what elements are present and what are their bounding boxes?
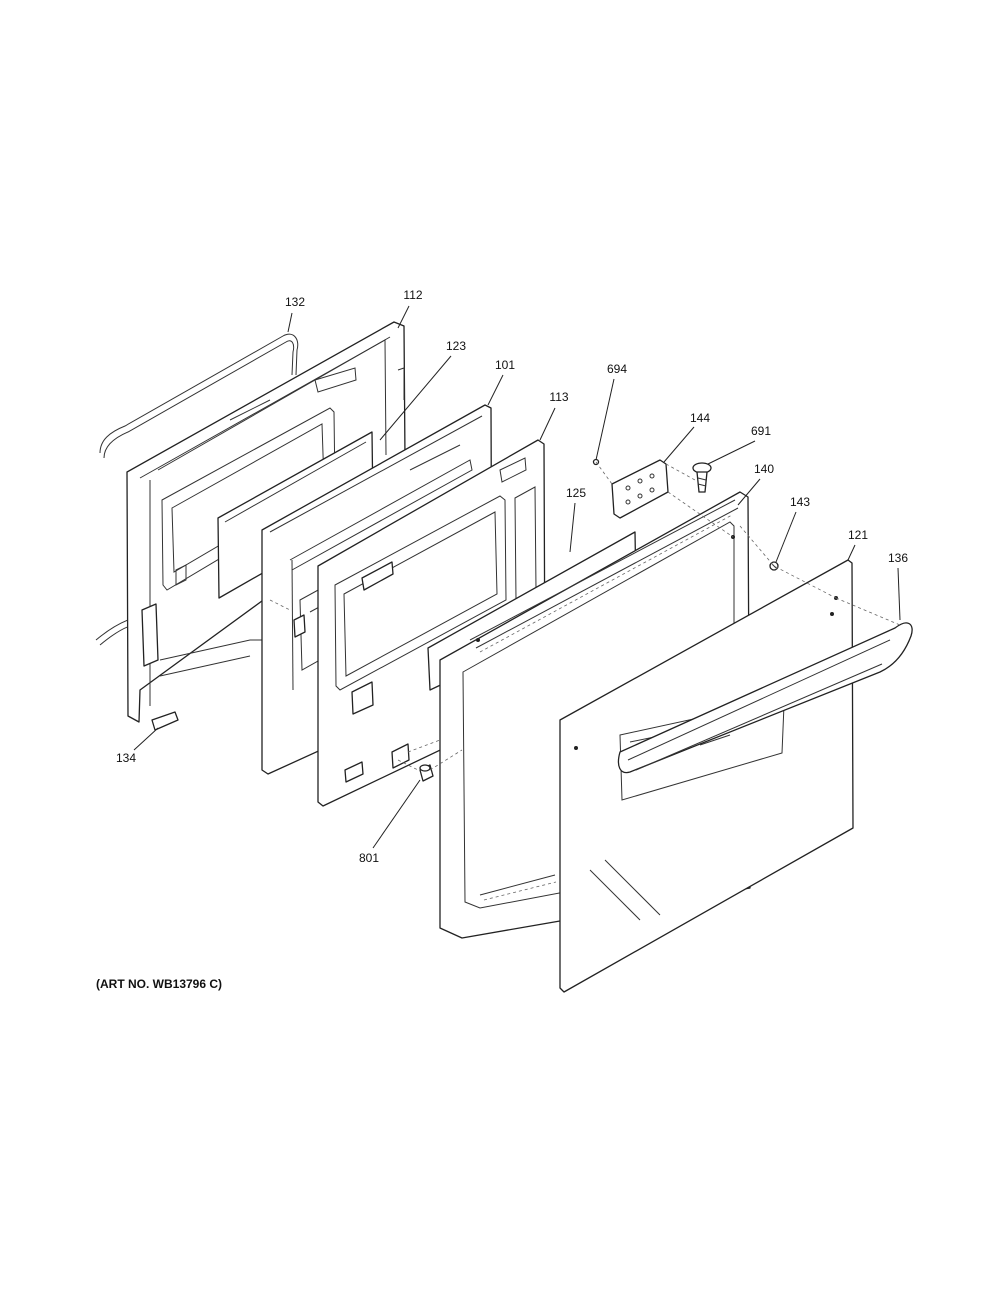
callout-112: 112 [403, 288, 422, 302]
callout-136: 136 [888, 551, 908, 565]
callout-101: 101 [495, 358, 515, 372]
alignment-lines [269, 461, 901, 771]
callout-132: 132 [285, 295, 305, 309]
part-801-pin [419, 764, 434, 782]
part-691-screw [692, 462, 712, 493]
part-132-gasket [95, 333, 299, 646]
part-134-hinge-cover [151, 711, 179, 731]
callout-113: 113 [549, 390, 568, 404]
callout-140: 140 [754, 462, 774, 476]
callout-123: 123 [446, 339, 466, 353]
callout-121: 121 [848, 528, 868, 542]
callout-801: 801 [359, 851, 379, 865]
callout-labels: 132 112 123 101 113 694 144 691 140 143 … [116, 288, 908, 865]
callout-125: 125 [566, 486, 586, 500]
leader-lines [133, 305, 901, 849]
callout-134: 134 [116, 751, 136, 765]
callout-144: 144 [690, 411, 710, 425]
callout-143: 143 [790, 495, 810, 509]
part-136-handle [617, 622, 913, 774]
part-144-bracket [611, 459, 669, 519]
art-number: (ART NO. WB13796 C) [96, 977, 222, 991]
callout-691: 691 [751, 424, 771, 438]
callout-694: 694 [607, 362, 627, 376]
